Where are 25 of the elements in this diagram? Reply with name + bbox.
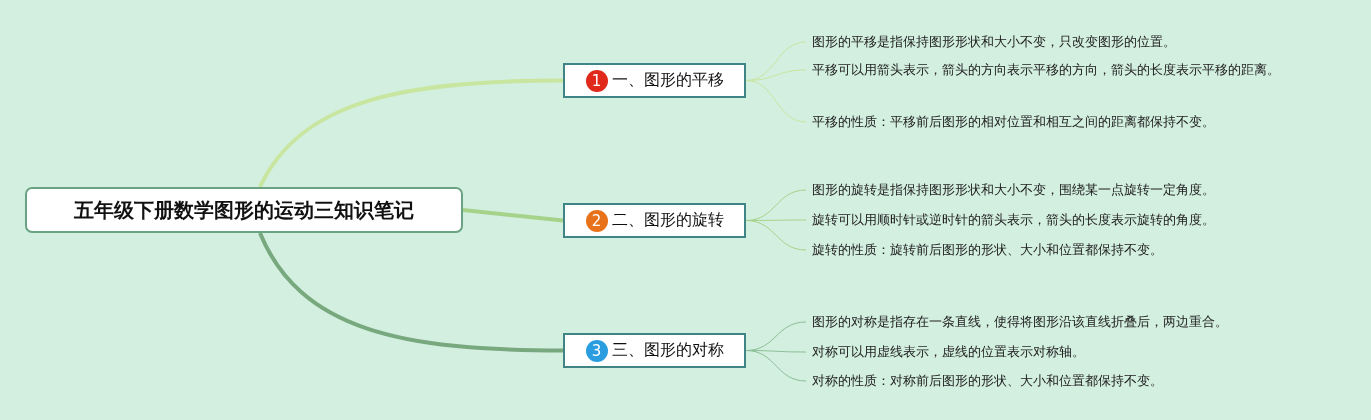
note-text: 图形的对称是指存在一条直线，使得将图形沿该直线折叠后，两边重合。 xyxy=(812,312,1302,332)
connector-line xyxy=(258,232,564,353)
number-badge: 3 xyxy=(585,339,608,362)
root-topic: 五年级下册数学图形的运动三知识笔记 xyxy=(25,187,463,233)
connector-line xyxy=(258,78,564,188)
note-text: 图形的旋转是指保持图形形状和大小不变，围绕某一点旋转一定角度。 xyxy=(812,180,1302,200)
number-badge: 2 xyxy=(585,209,608,232)
number-badge: 1 xyxy=(585,69,608,92)
note-text: 图形的平移是指保持图形形状和大小不变，只改变图形的位置。 xyxy=(812,32,1302,52)
note-text: 旋转可以用顺时针或逆时针的箭头表示，箭头的长度表示旋转的角度。 xyxy=(812,210,1302,230)
topic-title: 二、图形的旋转 xyxy=(611,210,724,231)
note-text: 对称的性质：对称前后图形的形状、大小和位置都保持不变。 xyxy=(812,371,1302,391)
topic-box xyxy=(563,333,746,368)
note-text: 平移的性质：平移前后图形的相对位置和相互之间的距离都保持不变。 xyxy=(812,112,1302,132)
connector-line xyxy=(745,350,807,382)
topic-title: 一、图形的平移 xyxy=(611,70,724,91)
connector-line xyxy=(745,80,807,123)
connector-line xyxy=(462,208,564,223)
topic-box xyxy=(563,63,746,98)
note-text: 平移可以用箭头表示，箭头的方向表示平移的方向，箭头的长度表示平移的距离。 xyxy=(812,60,1302,80)
note-text: 旋转的性质：旋转前后图形的形状、大小和位置都保持不变。 xyxy=(812,240,1302,260)
topic-title: 三、图形的对称 xyxy=(611,340,724,361)
connector-line xyxy=(745,220,807,251)
note-text: 对称可以用虚线表示，虚线的位置表示对称轴。 xyxy=(812,342,1302,362)
topic-box xyxy=(563,203,746,238)
